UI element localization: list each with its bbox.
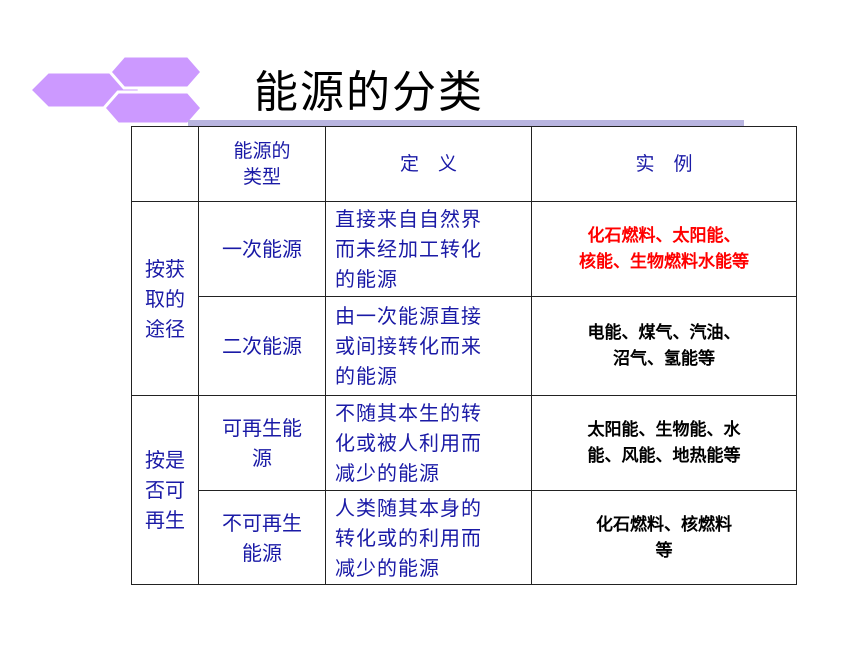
definition-line: 减少的能源 <box>335 555 440 580</box>
type-line: 二次能源 <box>222 334 302 358</box>
category-by-renewability: 按是 否可 再生 <box>131 395 199 585</box>
examples-line: 化石燃料、核燃料 <box>596 514 732 535</box>
type-line: 能源 <box>242 540 282 565</box>
definition-line: 而未经加工转化 <box>335 237 482 261</box>
title-underline <box>188 120 744 126</box>
examples-line: 沼气、氢能等 <box>613 349 715 369</box>
definition-line: 直接来自自然界 <box>335 207 482 231</box>
table-header-row: 能源的 类型 定 义 实 例 <box>131 126 797 202</box>
examples-line: 电能、煤气、汽油、 <box>587 323 741 343</box>
header-type: 能源的 类型 <box>198 126 326 202</box>
table-row: 不可再生 能源 人类随其本身的 转化或的利用而 减少的能源 化石燃料、核燃料 等 <box>132 490 797 585</box>
category-line: 按是 <box>145 448 185 472</box>
definition-line: 的能源 <box>335 364 398 388</box>
examples-line: 太阳能、生物能、水 <box>587 420 741 440</box>
category-line: 按获 <box>145 256 185 281</box>
examples-line: 核能、生物燃料水能等 <box>579 252 749 272</box>
type-secondary-energy: 二次能源 <box>198 296 326 396</box>
category-line: 途径 <box>145 316 185 341</box>
definition-line: 或间接转化而来 <box>335 334 482 358</box>
hexagon-decoration <box>27 54 204 126</box>
examples-line: 化石燃料、太阳能、 <box>587 226 741 246</box>
energy-classification-table: 能源的 类型 定 义 实 例 按获 取的 途径 一次能源 直接来自自然界 而未经… <box>131 126 797 585</box>
header-definition: 定 义 <box>325 126 532 202</box>
definition-line: 人类随其本身的 <box>335 495 482 520</box>
hexagon-shape-bottom <box>102 90 204 126</box>
hexagon-shape-top <box>108 54 204 90</box>
header-examples: 实 例 <box>531 126 797 202</box>
type-renewable-energy: 可再生能 源 <box>198 395 326 491</box>
definition-line: 化或被人利用而 <box>335 431 482 455</box>
definition-line: 不随其本生的转 <box>335 401 482 425</box>
examples-line: 等 <box>655 540 673 561</box>
definition-renewable-energy: 不随其本生的转 化或被人利用而 减少的能源 <box>325 395 532 491</box>
table-row: 按是 否可 再生 可再生能 源 不随其本生的转 化或被人利用而 减少的能源 太阳… <box>131 395 797 585</box>
table-row: 二次能源 由一次能源直接 或间接转化而来 的能源 电能、煤气、汽油、 沼气、氢能… <box>132 296 797 396</box>
category-line: 取的 <box>145 286 185 311</box>
table-row: 按获 取的 途径 一次能源 直接来自自然界 而未经加工转化 的能源 化石燃料、太… <box>131 201 797 396</box>
slide-title: 能源的分类 <box>254 67 484 118</box>
type-line: 源 <box>252 446 272 470</box>
category-line: 再生 <box>145 508 185 532</box>
type-nonrenewable-energy: 不可再生 能源 <box>198 490 326 585</box>
definition-line: 转化或的利用而 <box>335 525 482 550</box>
header-corner-cell <box>131 126 199 202</box>
examples-renewable-energy: 太阳能、生物能、水 能、风能、地热能等 <box>531 395 797 491</box>
category-by-acquisition: 按获 取的 途径 <box>131 201 199 396</box>
examples-primary-energy: 化石燃料、太阳能、 核能、生物燃料水能等 <box>531 201 797 297</box>
examples-line: 能、风能、地热能等 <box>587 446 741 466</box>
examples-secondary-energy: 电能、煤气、汽油、 沼气、氢能等 <box>531 296 797 396</box>
definition-line: 减少的能源 <box>335 461 440 485</box>
examples-nonrenewable-energy: 化石燃料、核燃料 等 <box>531 490 797 585</box>
header-type-line: 能源的 <box>233 140 291 162</box>
type-line: 一次能源 <box>222 237 302 261</box>
definition-line: 由一次能源直接 <box>335 304 482 328</box>
type-line: 可再生能 <box>222 416 302 440</box>
type-line: 不可再生 <box>222 510 302 535</box>
type-primary-energy: 一次能源 <box>198 201 326 297</box>
definition-primary-energy: 直接来自自然界 而未经加工转化 的能源 <box>325 201 532 297</box>
header-type-line: 类型 <box>242 166 281 188</box>
definition-line: 的能源 <box>335 267 398 291</box>
definition-secondary-energy: 由一次能源直接 或间接转化而来 的能源 <box>325 296 532 396</box>
definition-nonrenewable-energy: 人类随其本身的 转化或的利用而 减少的能源 <box>325 490 532 585</box>
category-line: 否可 <box>145 478 185 502</box>
